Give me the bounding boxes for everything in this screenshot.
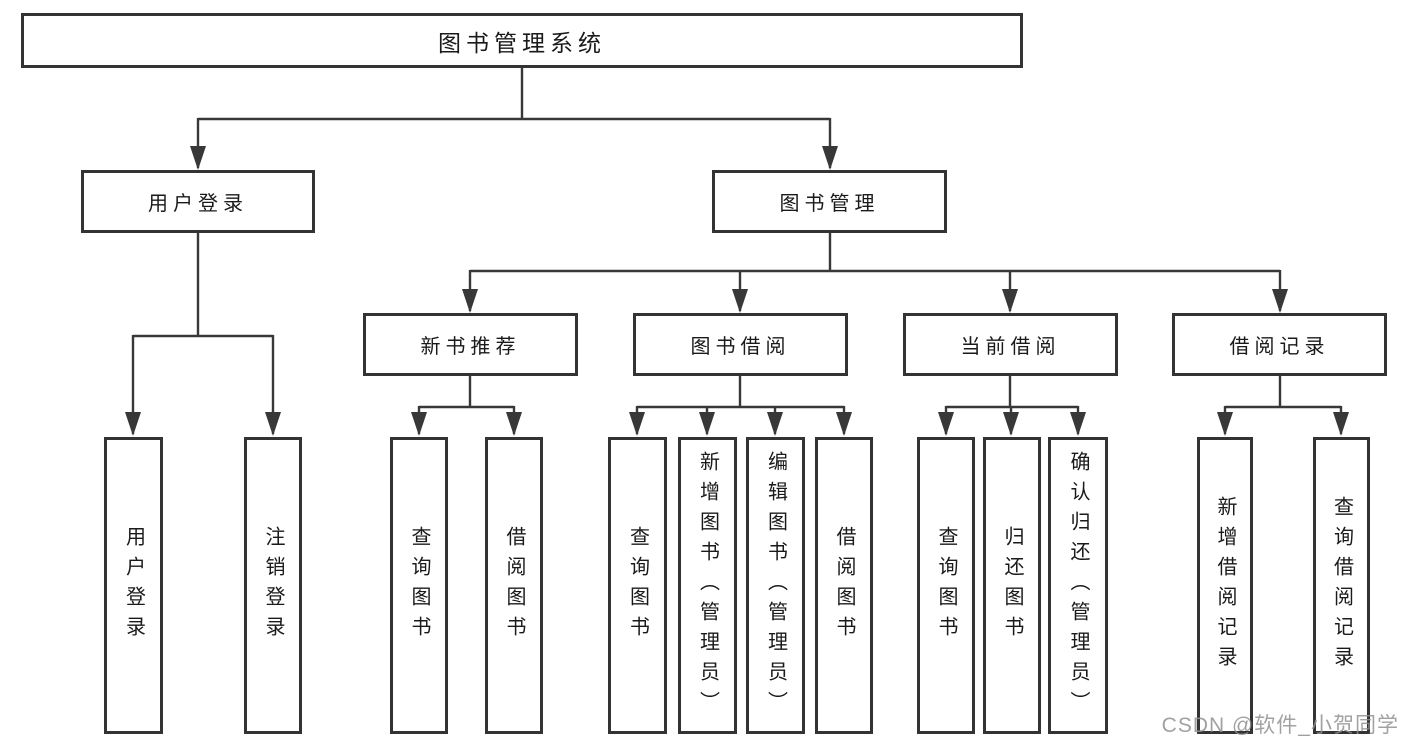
node-leaf-confirm-return-admin: 确认归还（管理员）: [1048, 437, 1108, 734]
node-user-login: 用户登录: [81, 170, 315, 233]
node-leaf-return-books: 归还图书: [983, 437, 1041, 734]
node-leaf-user-login: 用户登录: [104, 437, 163, 734]
node-leaf-query-borrow-record: 查询借阅记录: [1313, 437, 1370, 734]
node-leaf-query-books-3: 查询图书: [917, 437, 975, 734]
csdn-watermark: CSDN @软件_小贺同学: [1161, 714, 1399, 737]
node-borrow-records: 借阅记录: [1172, 313, 1387, 376]
node-leaf-add-borrow-record: 新增借阅记录: [1197, 437, 1253, 734]
node-leaf-add-books-admin: 新增图书（管理员）: [678, 437, 737, 734]
node-leaf-logout: 注销登录: [244, 437, 302, 734]
node-leaf-query-books-2: 查询图书: [608, 437, 667, 734]
node-book-borrow: 图书借阅: [633, 313, 848, 376]
node-book-management: 图书管理: [712, 170, 947, 233]
node-leaf-query-books-1: 查询图书: [390, 437, 448, 734]
node-leaf-borrow-books-2: 借阅图书: [815, 437, 873, 734]
node-new-book-recommend: 新书推荐: [363, 313, 578, 376]
node-leaf-borrow-books-1: 借阅图书: [485, 437, 543, 734]
node-library-management-system: 图书管理系统: [21, 13, 1023, 68]
node-leaf-edit-books-admin: 编辑图书（管理员）: [746, 437, 805, 734]
node-current-borrow: 当前借阅: [903, 313, 1118, 376]
